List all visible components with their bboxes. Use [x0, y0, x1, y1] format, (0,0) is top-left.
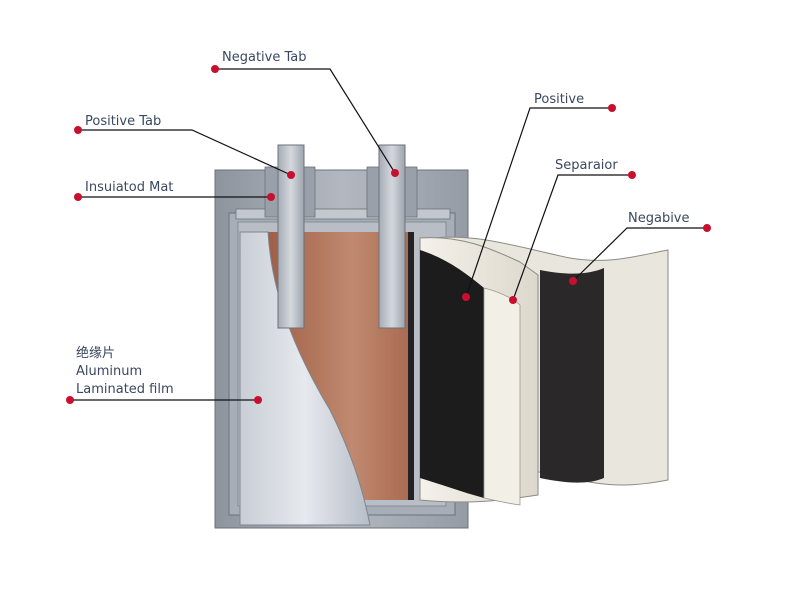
callout-positive	[462, 104, 616, 301]
label-negative: Negabive	[628, 211, 690, 226]
callout-film	[66, 396, 262, 404]
label-positive: Positive	[534, 92, 584, 107]
label-film-chinese: 绝缘片	[76, 345, 115, 361]
label-film-laminated: Laminated film	[76, 382, 174, 397]
callout-insulated-mat	[74, 193, 275, 201]
label-positive-tab: Positive Tab	[85, 114, 161, 129]
label-insulated-mat: Insuiatod Mat	[85, 180, 173, 195]
label-separator: Separaior	[555, 158, 618, 173]
callout-positive-tab	[74, 126, 295, 179]
label-film-aluminum: Aluminum	[76, 364, 142, 379]
callout-separator	[509, 171, 636, 304]
aluminum-laminated-film	[239, 231, 371, 526]
label-negative-tab: Negative Tab	[222, 50, 306, 65]
callout-negative-tab	[211, 65, 399, 177]
callout-negative	[569, 224, 711, 285]
positive-sheet	[420, 250, 521, 506]
insulated-mat	[235, 208, 451, 220]
